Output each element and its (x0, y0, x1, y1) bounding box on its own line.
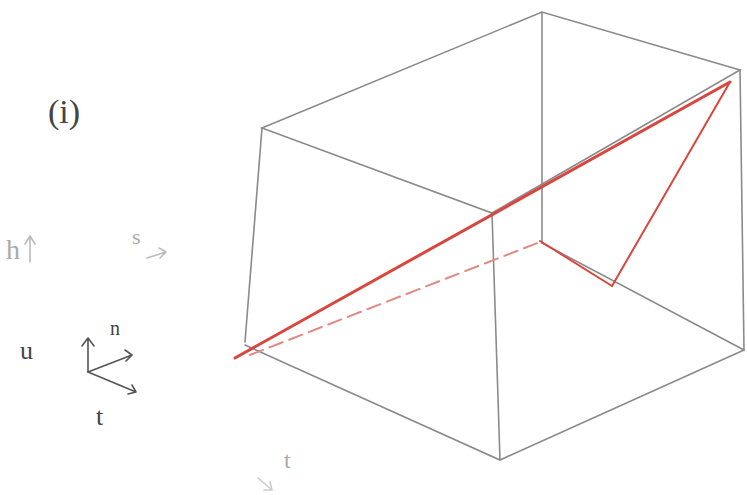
axis-arrow (88, 350, 132, 372)
red-line (540, 241, 612, 286)
s-arrow (147, 248, 166, 258)
axis-arrows (25, 236, 272, 490)
edge (740, 70, 744, 350)
axis-label: n (110, 318, 120, 338)
t-arrow (88, 372, 136, 394)
h-arrow (25, 236, 35, 262)
axis-label: t (96, 404, 103, 430)
axis-label: t (284, 448, 291, 472)
axis-label: u (20, 338, 33, 364)
red-line (612, 82, 730, 286)
hidden-edge (542, 243, 744, 350)
edge (245, 128, 262, 342)
figure-number: (i) (48, 95, 80, 129)
axis-label: s (132, 226, 141, 248)
red-dashed-line (250, 242, 540, 355)
box-edges (245, 12, 744, 460)
n-arrow (82, 338, 94, 372)
top-face (262, 12, 740, 213)
red-triangle (235, 82, 730, 358)
axis-label: h (6, 236, 20, 264)
edge (492, 213, 500, 460)
red-diagonal (235, 82, 730, 358)
t-arrow (258, 478, 272, 490)
bottom-edges (245, 345, 744, 460)
hidden-edge (541, 12, 543, 243)
